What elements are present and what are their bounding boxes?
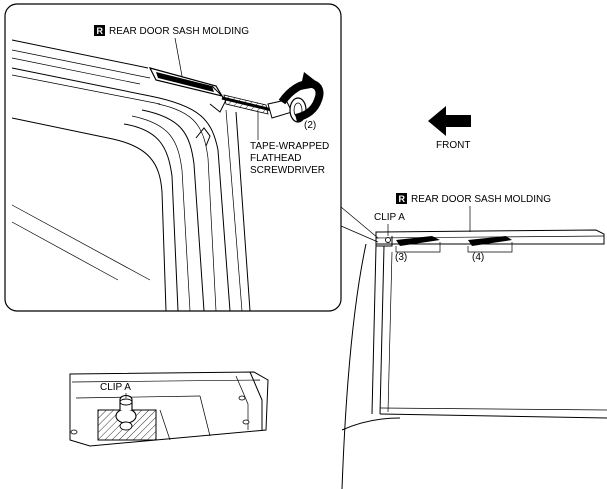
screwdriver-label-line2: FLATHEAD — [250, 153, 302, 164]
inset-window-frame — [11, 39, 251, 311]
inset-sash-molding — [148, 67, 227, 113]
magnifier-leaders — [340, 206, 379, 243]
screwdriver-callout: TAPE-WRAPPED FLATHEAD SCREWDRIVER — [250, 112, 329, 176]
magnified-inset: R REAR DOOR SASH MOLDING (2) TAPE-WRAPPE… — [4, 3, 342, 312]
step-3-label: (3) — [395, 252, 407, 263]
clip-a-detail: CLIP A — [69, 371, 269, 447]
r-badge — [94, 25, 105, 36]
screwdriver-label-line3: SCREWDRIVER — [250, 165, 325, 176]
front-direction: FRONT — [428, 106, 471, 151]
r-badge-text: R — [399, 194, 406, 204]
inset-molding-label: REAR DOOR SASH MOLDING — [109, 26, 249, 37]
inset-frame — [4, 3, 342, 312]
rotate-arrow-icon — [278, 72, 324, 122]
clip-icon — [115, 394, 137, 431]
step-4-label: (4) — [472, 252, 484, 263]
clip-a-detail-label: CLIP A — [100, 382, 131, 393]
screwdriver-label-line1: TAPE-WRAPPED — [250, 141, 329, 152]
door-molding-label: REAR DOOR SASH MOLDING — [411, 194, 551, 205]
clip-a-door-label: CLIP A — [374, 212, 405, 223]
front-label: FRONT — [436, 140, 470, 151]
r-badge-text: R — [97, 26, 104, 36]
front-arrow-icon — [428, 106, 471, 136]
r-badge — [396, 193, 407, 204]
door-molding-callout: R REAR DOOR SASH MOLDING — [396, 193, 551, 232]
rear-door-view: R REAR DOOR SASH MOLDING CLIP A (3) (4) — [341, 193, 607, 489]
inset-molding-callout: R REAR DOOR SASH MOLDING — [94, 25, 249, 77]
step-2-label: (2) — [304, 120, 316, 131]
